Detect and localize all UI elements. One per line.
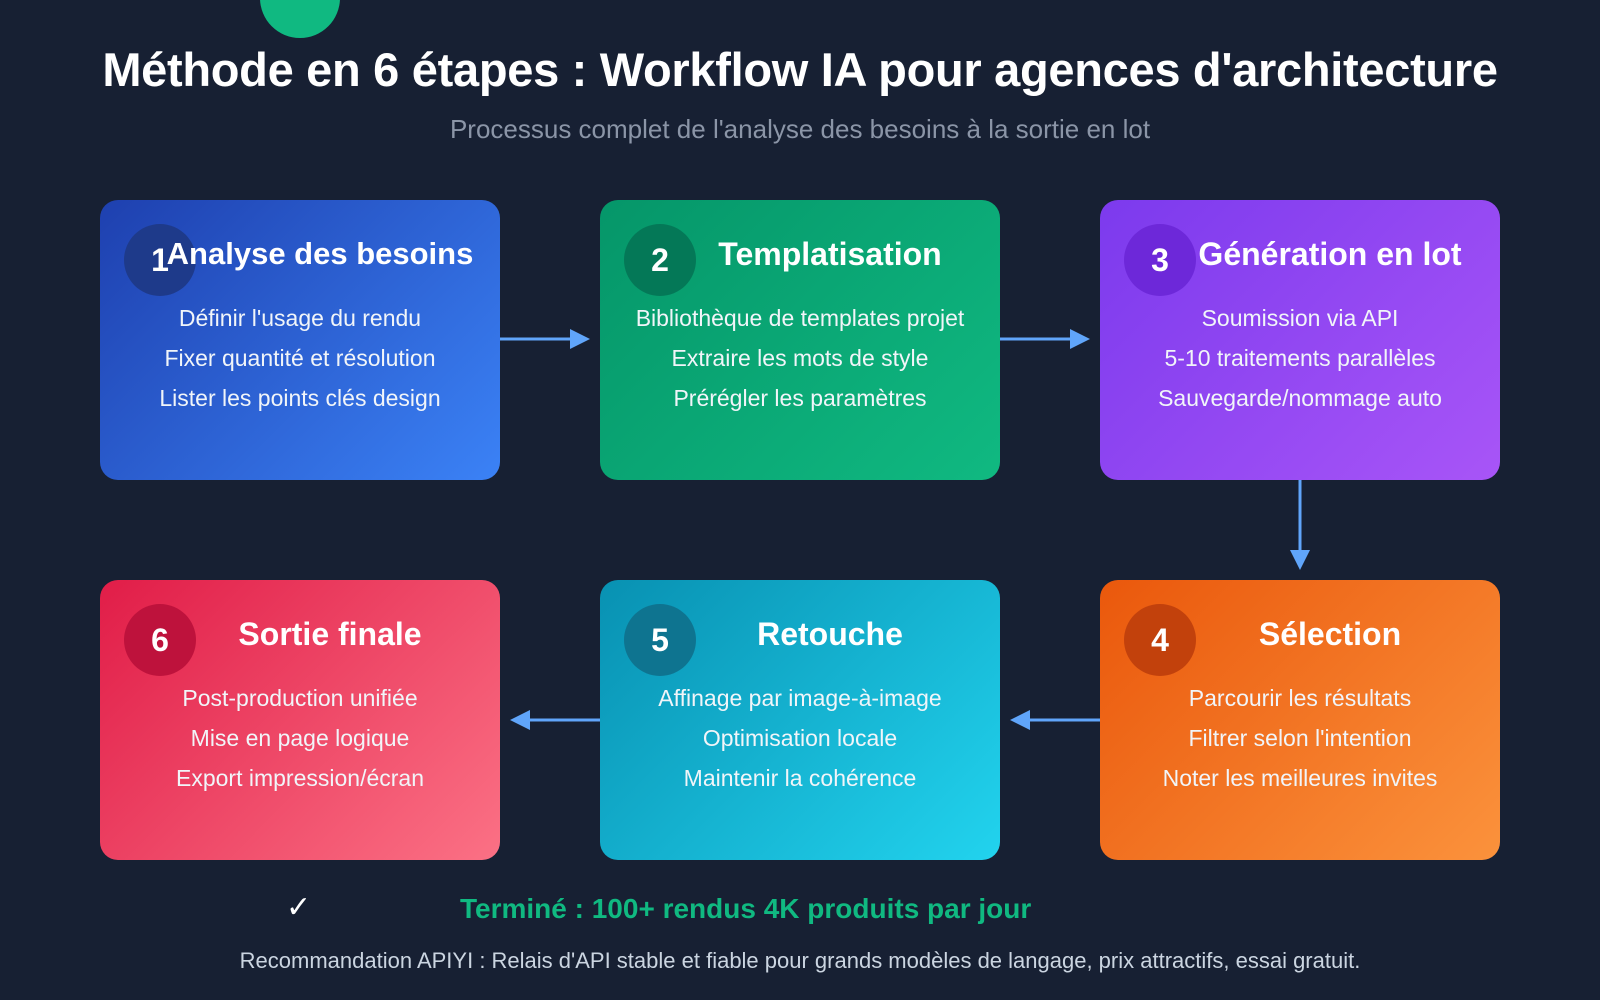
step-number-badge: 3 bbox=[1124, 224, 1196, 296]
recommendation-text: Recommandation APIYI : Relais d'API stab… bbox=[239, 948, 1361, 973]
step-item: Extraire les mots de style bbox=[671, 345, 929, 371]
step-card-1: 1 Analyse des besoins Définir l'usage du… bbox=[100, 200, 500, 480]
step-item: Soumission via API bbox=[1201, 305, 1399, 331]
step-item: Export impression/écran bbox=[176, 765, 424, 791]
step-title: Sélection bbox=[1258, 616, 1402, 652]
step-title: Retouche bbox=[757, 616, 903, 652]
step-item: Définir l'usage du rendu bbox=[178, 305, 422, 331]
step-card-6: 6 Sortie finale Post-production unifiée … bbox=[100, 580, 500, 860]
decorative-circle bbox=[260, 0, 340, 38]
check-icon: ✓ bbox=[286, 891, 312, 924]
step-number-badge: 5 bbox=[624, 604, 696, 676]
completion-summary: Terminé : 100+ rendus 4K produits par jo… bbox=[460, 893, 1032, 924]
step-item: Parcourir les résultats bbox=[1188, 685, 1412, 711]
step-item: Mise en page logique bbox=[190, 725, 410, 751]
step-item: Maintenir la cohérence bbox=[683, 765, 917, 791]
step-item: Post-production unifiée bbox=[182, 685, 418, 711]
step-number-badge: 1 bbox=[124, 224, 196, 296]
step-number-badge: 2 bbox=[624, 224, 696, 296]
step-item: 5-10 traitements parallèles bbox=[1164, 345, 1436, 371]
step-title: Sortie finale bbox=[238, 616, 422, 652]
step-title: Analyse des besoins bbox=[166, 236, 474, 271]
step-items: Affinage par image-à-image Optimisation … bbox=[600, 678, 1000, 798]
step-item: Prérégler les paramètres bbox=[673, 385, 927, 411]
step-title: Génération en lot bbox=[1198, 236, 1462, 272]
step-item: Noter les meilleures invites bbox=[1162, 765, 1438, 791]
step-item: Bibliothèque de templates projet bbox=[635, 305, 965, 331]
step-item: Lister les points clés design bbox=[159, 385, 441, 411]
arrow-down-icon bbox=[1290, 480, 1310, 570]
arrow-right-icon bbox=[1000, 329, 1090, 349]
step-card-3: 3 Génération en lot Soumission via API 5… bbox=[1100, 200, 1500, 480]
arrow-right-icon bbox=[500, 329, 590, 349]
arrow-left-icon bbox=[510, 710, 600, 730]
step-item: Affinage par image-à-image bbox=[658, 685, 942, 711]
step-card-4: 4 Sélection Parcourir les résultats Filt… bbox=[1100, 580, 1500, 860]
step-title: Templatisation bbox=[718, 236, 942, 272]
step-items: Soumission via API 5-10 traitements para… bbox=[1100, 298, 1500, 418]
step-items: Parcourir les résultats Filtrer selon l'… bbox=[1100, 678, 1500, 798]
page-subtitle: Processus complet de l'analyse des besoi… bbox=[449, 114, 1151, 144]
step-card-5: 5 Retouche Affinage par image-à-image Op… bbox=[600, 580, 1000, 860]
step-item: Optimisation locale bbox=[702, 725, 898, 751]
step-items: Définir l'usage du rendu Fixer quantité … bbox=[100, 298, 500, 418]
step-number-badge: 6 bbox=[124, 604, 196, 676]
step-number-badge: 4 bbox=[1124, 604, 1196, 676]
step-item: Filtrer selon l'intention bbox=[1188, 725, 1412, 751]
step-items: Bibliothèque de templates projet Extrair… bbox=[600, 298, 1000, 418]
step-items: Post-production unifiée Mise en page log… bbox=[100, 678, 500, 798]
step-item: Sauvegarde/nommage auto bbox=[1158, 385, 1442, 411]
step-card-2: 2 Templatisation Bibliothèque de templat… bbox=[600, 200, 1000, 480]
arrow-left-icon bbox=[1010, 710, 1100, 730]
step-item: Fixer quantité et résolution bbox=[164, 345, 436, 371]
page-title: Méthode en 6 étapes : Workflow IA pour a… bbox=[102, 43, 1498, 96]
